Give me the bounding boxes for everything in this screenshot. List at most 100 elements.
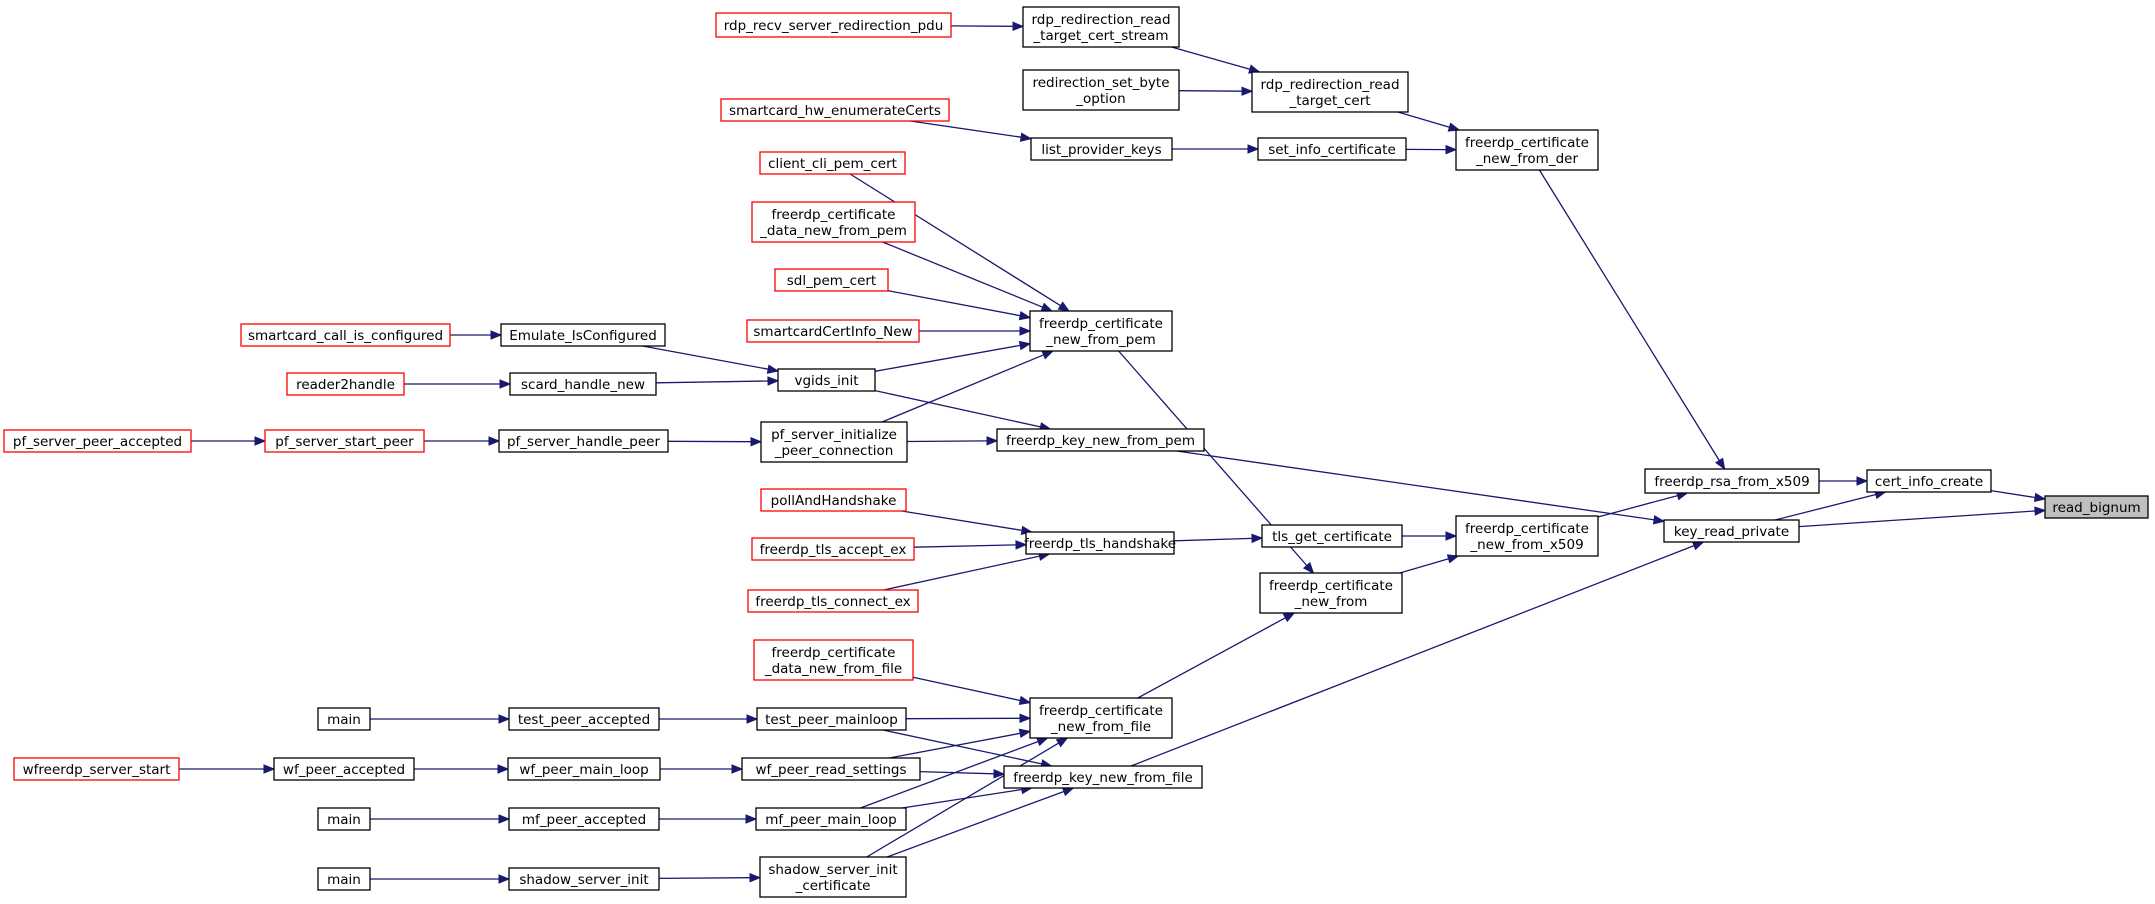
- call-edge-test_peer_mainloop-to-freerdp_certificate_new_from_file: [905, 713, 1032, 724]
- call-edge-redirection_set_byte_option-to-rdp_redirection_read_target_cert: [1178, 86, 1254, 96]
- node-label: redirection_set_byte: [1032, 75, 1169, 91]
- node-box: [1866, 469, 1992, 493]
- node-box: [1259, 572, 1403, 614]
- node-test-peer-mainloop[interactable]: test_peer_mainloop: [756, 707, 907, 731]
- node-list-provider-keys[interactable]: list_provider_keys: [1030, 137, 1173, 161]
- arrowhead-icon: [499, 379, 512, 389]
- node-label: freerdp_certificate: [772, 207, 896, 223]
- node-pf-server-initialize-peer-connection[interactable]: pf_server_initialize_peer_connection: [760, 421, 908, 463]
- arrowhead-icon: [1036, 737, 1049, 747]
- call-edge-freerdp_certificate_data_new_from_file-to-freerdp_certificate_new_from_file: [912, 676, 1032, 706]
- arrowhead-icon: [1241, 86, 1254, 96]
- node-smartcard-hw-enumerateCerts[interactable]: smartcard_hw_enumerateCerts: [720, 98, 950, 122]
- node-set-info-certificate[interactable]: set_info_certificate: [1257, 137, 1407, 161]
- node-box: [317, 707, 371, 731]
- node-label: scard_handle_new: [521, 377, 645, 393]
- arrowhead-icon: [497, 764, 510, 774]
- call-edge-freerdp_certificate_data_new_from_pem-to-freerdp_certificate_new_from_pem: [882, 241, 1054, 312]
- arrowhead-icon: [1055, 737, 1069, 748]
- arrowhead-icon: [254, 436, 267, 446]
- node-label: wfreerdp_server_start: [23, 762, 171, 778]
- node-mf-peer-accepted[interactable]: mf_peer_accepted: [508, 807, 660, 831]
- node-pollAndHandshake[interactable]: pollAndHandshake: [760, 488, 907, 512]
- node-box: [747, 589, 919, 613]
- node-key-read-private[interactable]: key_read_private: [1663, 519, 1800, 543]
- call-edge-list_provider_keys-to-set_info_certificate: [1172, 144, 1260, 154]
- node-shadow-server-init-certificate[interactable]: shadow_server_init_certificate: [759, 856, 907, 898]
- node-label: pf_server_peer_accepted: [13, 434, 182, 450]
- node-box: [777, 368, 876, 392]
- arrowhead-icon: [1040, 302, 1054, 312]
- node-box: [1261, 524, 1403, 548]
- node-scard-handle-new[interactable]: scard_handle_new: [509, 372, 657, 396]
- node-wf-peer-main-loop[interactable]: wf_peer_main_loop: [507, 757, 661, 781]
- node-freerdp-certificate-data-new-from-file[interactable]: freerdp_certificate_data_new_from_file: [753, 639, 914, 681]
- node-label: _new_from_pem: [1045, 332, 1156, 348]
- node-shadow-server-init[interactable]: shadow_server_init: [508, 867, 660, 891]
- node-pf-server-handle-peer[interactable]: pf_server_handle_peer: [498, 429, 669, 453]
- node-label: read_bignum: [2052, 500, 2140, 516]
- node-box: [498, 429, 669, 453]
- node-freerdp-certificate-new-from-x509[interactable]: freerdp_certificate_new_from_x509: [1455, 515, 1599, 557]
- node-cert-info-create[interactable]: cert_info_create: [1866, 469, 1992, 493]
- node-freerdp-certificate-new-from-der[interactable]: freerdp_certificate_new_from_der: [1455, 129, 1599, 171]
- call-edge-key_read_private-to-cert_info_create: [1774, 490, 1887, 521]
- node-freerdp-tls-accept-ex[interactable]: freerdp_tls_accept_ex: [751, 537, 915, 561]
- node-rdp-recv-server-redirection-pdu[interactable]: rdp_recv_server_redirection_pdu: [715, 12, 952, 38]
- call-edge-test_peer_accepted-to-test_peer_mainloop: [659, 714, 759, 724]
- node-smartcard-call-is-configured[interactable]: smartcard_call_is_configured: [240, 323, 451, 347]
- node-freerdp-certificate-new-from-pem[interactable]: freerdp_certificate_new_from_pem: [1029, 310, 1173, 352]
- node-freerdp-certificate-new-from-file[interactable]: freerdp_certificate_new_from_file: [1029, 697, 1173, 739]
- node-freerdp-certificate-data-new-from-pem[interactable]: freerdp_certificate_data_new_from_pem: [751, 201, 916, 243]
- node-main-2[interactable]: main: [317, 807, 371, 831]
- arrowhead-icon: [1061, 787, 1075, 797]
- node-freerdp-tls-connect-ex[interactable]: freerdp_tls_connect_ex: [747, 589, 919, 613]
- node-label: _certificate: [795, 878, 871, 894]
- node-vgids-init[interactable]: vgids_init: [777, 368, 876, 392]
- node-main-1[interactable]: main: [317, 707, 371, 731]
- node-reader2handle[interactable]: reader2handle: [286, 372, 405, 396]
- node-sdl-pem-cert[interactable]: sdl_pem_cert: [774, 268, 889, 292]
- node-Emulate-IsConfigured[interactable]: Emulate_IsConfigured: [500, 323, 666, 347]
- node-box: [1022, 6, 1180, 48]
- node-box: [746, 319, 920, 343]
- node-freerdp-key-new-from-file[interactable]: freerdp_key_new_from_file: [1003, 765, 1203, 789]
- node-label: pf_server_start_peer: [275, 434, 414, 450]
- node-freerdp-tls-handshake[interactable]: freerdp_tls_handshake: [1024, 531, 1176, 555]
- node-test-peer-accepted[interactable]: test_peer_accepted: [508, 707, 660, 731]
- arrowhead-icon: [1251, 533, 1264, 544]
- node-wfreerdp-server-start[interactable]: wfreerdp_server_start: [13, 757, 180, 781]
- node-box: [1257, 137, 1407, 161]
- node-label: wf_peer_main_loop: [519, 762, 648, 778]
- node-redirection-set-byte-option[interactable]: redirection_set_byte_option: [1022, 69, 1180, 111]
- node-tls-get-certificate[interactable]: tls_get_certificate: [1261, 524, 1403, 548]
- node-box: [759, 151, 906, 175]
- node-read-bignum[interactable]: read_bignum: [2044, 495, 2149, 519]
- node-box: [240, 323, 451, 347]
- node-wf-peer-read-settings[interactable]: wf_peer_read_settings: [741, 757, 921, 781]
- node-rdp-redirection-read-target-cert-stream[interactable]: rdp_redirection_read_target_cert_stream: [1022, 6, 1180, 48]
- call-edge-wfreerdp_server_start-to-wf_peer_accepted: [179, 764, 276, 774]
- node-label: freerdp_certificate: [1465, 521, 1589, 537]
- node-label: freerdp_certificate: [1269, 578, 1393, 594]
- node-client-cli-pem-cert[interactable]: client_cli_pem_cert: [759, 151, 906, 175]
- node-pf-server-start-peer[interactable]: pf_server_start_peer: [264, 429, 425, 453]
- node-wf-peer-accepted[interactable]: wf_peer_accepted: [273, 757, 415, 781]
- arrowhead-icon: [745, 814, 758, 824]
- node-main-3[interactable]: main: [317, 867, 371, 891]
- arrowhead-icon: [1302, 561, 1315, 575]
- node-box: [760, 421, 908, 463]
- node-box: [751, 537, 915, 561]
- node-freerdp-rsa-from-x509[interactable]: freerdp_rsa_from_x509: [1644, 468, 1820, 494]
- node-mf-peer-main-loop[interactable]: mf_peer_main_loop: [755, 807, 907, 831]
- call-edge-freerdp_rsa_from_x509-to-cert_info_create: [1819, 476, 1869, 486]
- node-box: [2044, 495, 2149, 519]
- node-pf-server-peer-accepted[interactable]: pf_server_peer_accepted: [3, 429, 192, 453]
- node-rdp-redirection-read-target-cert[interactable]: rdp_redirection_read_target_cert: [1251, 71, 1409, 113]
- node-smartcardCertInfo-New[interactable]: smartcardCertInfo_New: [746, 319, 920, 343]
- arrowhead-icon: [1015, 540, 1028, 550]
- node-freerdp-certificate-new-from[interactable]: freerdp_certificate_new_from: [1259, 572, 1403, 614]
- call-edge-main_3-to-shadow_server_init: [370, 874, 511, 884]
- arrowhead-icon: [1019, 326, 1032, 336]
- node-freerdp-key-new-from-pem[interactable]: freerdp_key_new_from_pem: [996, 428, 1205, 452]
